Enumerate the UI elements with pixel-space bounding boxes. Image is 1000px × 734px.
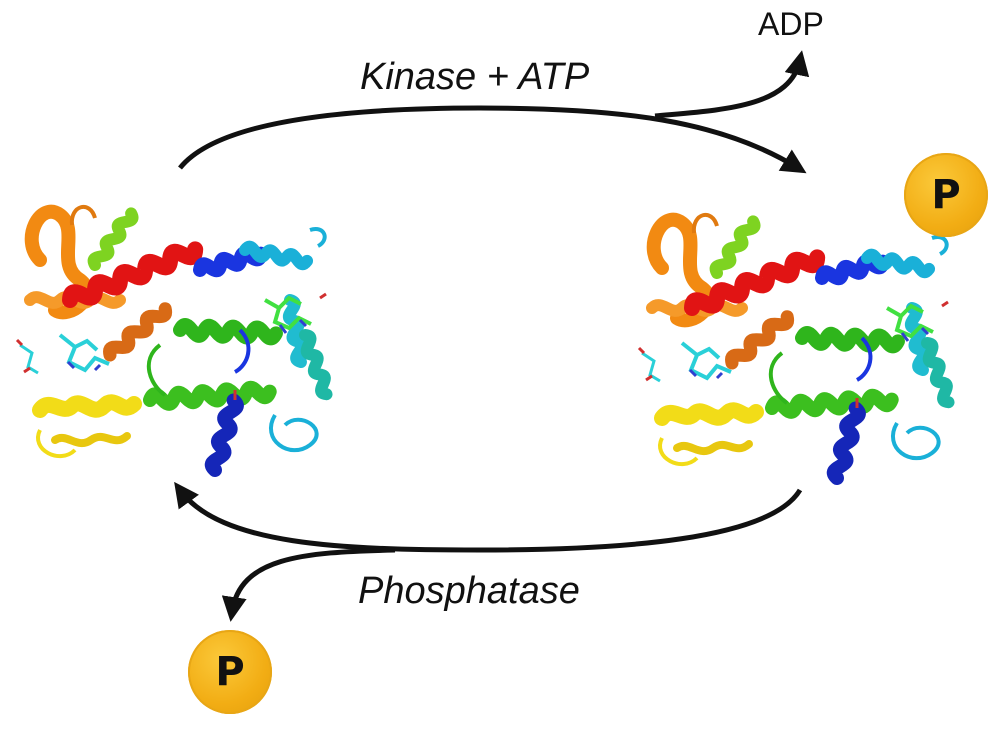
kinase-arrow bbox=[178, 105, 807, 174]
phosphate-badge-released-icon: P bbox=[188, 630, 272, 714]
adp-label: ADP bbox=[758, 6, 824, 42]
phosphate-release-arrow bbox=[221, 547, 396, 622]
protein-right-icon bbox=[639, 215, 952, 479]
protein-left-icon bbox=[17, 207, 330, 471]
phosphatase-label: Phosphatase bbox=[358, 570, 580, 612]
phosphate-badge-label: P bbox=[931, 172, 961, 218]
phosphate-badge-bound-icon: P bbox=[904, 153, 988, 237]
phosphatase-arrow bbox=[174, 481, 803, 553]
kinase-atp-label: Kinase + ATP bbox=[360, 56, 590, 98]
adp-branch-arrow bbox=[654, 50, 810, 119]
phosphate-badge-label: P bbox=[215, 649, 245, 695]
